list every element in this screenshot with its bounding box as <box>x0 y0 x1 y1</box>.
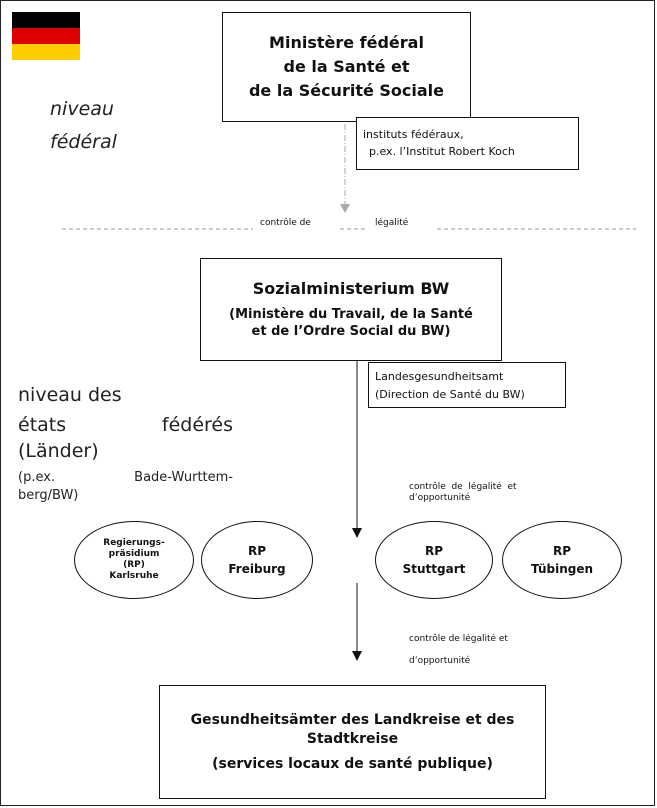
rp-karlsruhe-line2: präsidium <box>108 549 160 559</box>
state-level-label: niveau des états fédérés (Länder) (p.ex.… <box>18 381 233 505</box>
rp-stuttgart-ellipse: RP Stuttgart <box>375 521 493 599</box>
federal-level-line1: niveau <box>50 98 114 120</box>
rp-stuttgart-line2: Stuttgart <box>402 562 466 576</box>
federal-ministry-line1: Ministère fédéral <box>269 33 424 52</box>
rp-freiburg-line1: RP <box>247 544 267 558</box>
control-label-1: contrôle de légalité et d’opportunité <box>409 482 517 504</box>
state-level-line1: niveau des <box>18 384 122 406</box>
rp-stuttgart-line1: RP <box>424 544 444 558</box>
control-label-1-line2: d’opportunité <box>409 493 471 503</box>
legality-label-left: contrôle de <box>260 218 311 228</box>
federal-ministry-line2: de la Santé et <box>283 57 410 76</box>
state-level-line2-b: fédérés <box>161 414 233 436</box>
rp-freiburg-line2: Freiburg <box>228 562 286 576</box>
federal-ministry-line3: de la Sécurité Sociale <box>248 81 445 100</box>
rp-freiburg-ellipse: RP Freiburg <box>201 521 313 599</box>
local-health-offices-box: Gesundheitsämter des Landkreise et des S… <box>159 685 546 799</box>
state-level-line2: états fédérés <box>18 411 233 439</box>
rp-karlsruhe-ellipse: Regierungs- präsidium (RP) Karlsruhe <box>74 521 194 599</box>
flag-stripe-black <box>12 12 80 28</box>
state-level-example-c: berg/BW) <box>18 488 79 503</box>
federal-level-line2: fédéral <box>50 131 117 153</box>
legality-label-right: légalité <box>375 218 409 228</box>
state-ministry-line1: (Ministère du Travail, de la Santé <box>229 307 473 322</box>
state-level-example: (p.ex. Bade-Wurttem- berg/BW) <box>18 469 233 505</box>
german-flag-icon <box>12 12 80 60</box>
control-arrow-2-head <box>352 651 362 661</box>
institutes-line2: p.ex. l’Institut Robert Koch <box>369 145 515 158</box>
federal-institutes-box: instituts fédéraux, p.ex. l’Institut Rob… <box>356 117 579 170</box>
state-level-line2-a: états <box>18 414 67 436</box>
federal-level-label: niveau fédéral <box>50 93 117 159</box>
state-level-example-row: (p.ex. Bade-Wurttem- <box>18 469 233 487</box>
rp-tubingen-ellipse: RP Tübingen <box>502 521 622 599</box>
control-label-2-line2: d’opportunité <box>409 656 471 666</box>
state-level-example-a: (p.ex. <box>18 470 56 485</box>
federal-ministry-box: Ministère fédéral de la Santé et de la S… <box>222 12 471 122</box>
state-level-line3: (Länder) <box>18 440 99 462</box>
institutes-line1: instituts fédéraux, <box>363 128 464 141</box>
control-arrow-1-head <box>352 528 362 538</box>
state-ministry-title: Sozialministerium BW <box>252 279 450 298</box>
rp-karlsruhe-line1: Regierungs- <box>103 538 165 548</box>
local-line3: (services locaux de santé publique) <box>212 755 493 772</box>
state-ministry-box: Sozialministerium BW (Ministère du Trava… <box>200 258 502 361</box>
local-line2: Stadtkreise <box>306 730 399 747</box>
state-ministry-line2: et de l’Ordre Social du BW) <box>251 324 451 339</box>
rp-tubingen-line1: RP <box>552 544 572 558</box>
state-level-example-b: Bade-Wurttem- <box>134 470 233 485</box>
control-label-2-line1: contrôle de légalité et <box>409 634 508 644</box>
flag-stripe-gold <box>12 44 80 60</box>
landes-line1: Landesgesundheitsamt <box>375 370 504 383</box>
local-line1: Gesundheitsämter des Landkreise et des <box>190 711 515 728</box>
landes-line2: (Direction de Santé du BW) <box>375 388 525 401</box>
control-label-2: contrôle de légalité et d’opportunité <box>409 628 508 672</box>
flag-stripe-red <box>12 28 80 44</box>
legality-arrow-head <box>340 204 350 213</box>
rp-karlsruhe-line4: Karlsruhe <box>109 571 159 581</box>
landes-health-office-box: Landesgesundheitsamt (Direction de Santé… <box>368 362 566 408</box>
control-label-1-line1: contrôle de légalité et <box>409 482 517 492</box>
rp-karlsruhe-line3: (RP) <box>123 560 145 570</box>
rp-tubingen-line2: Tübingen <box>530 562 594 576</box>
